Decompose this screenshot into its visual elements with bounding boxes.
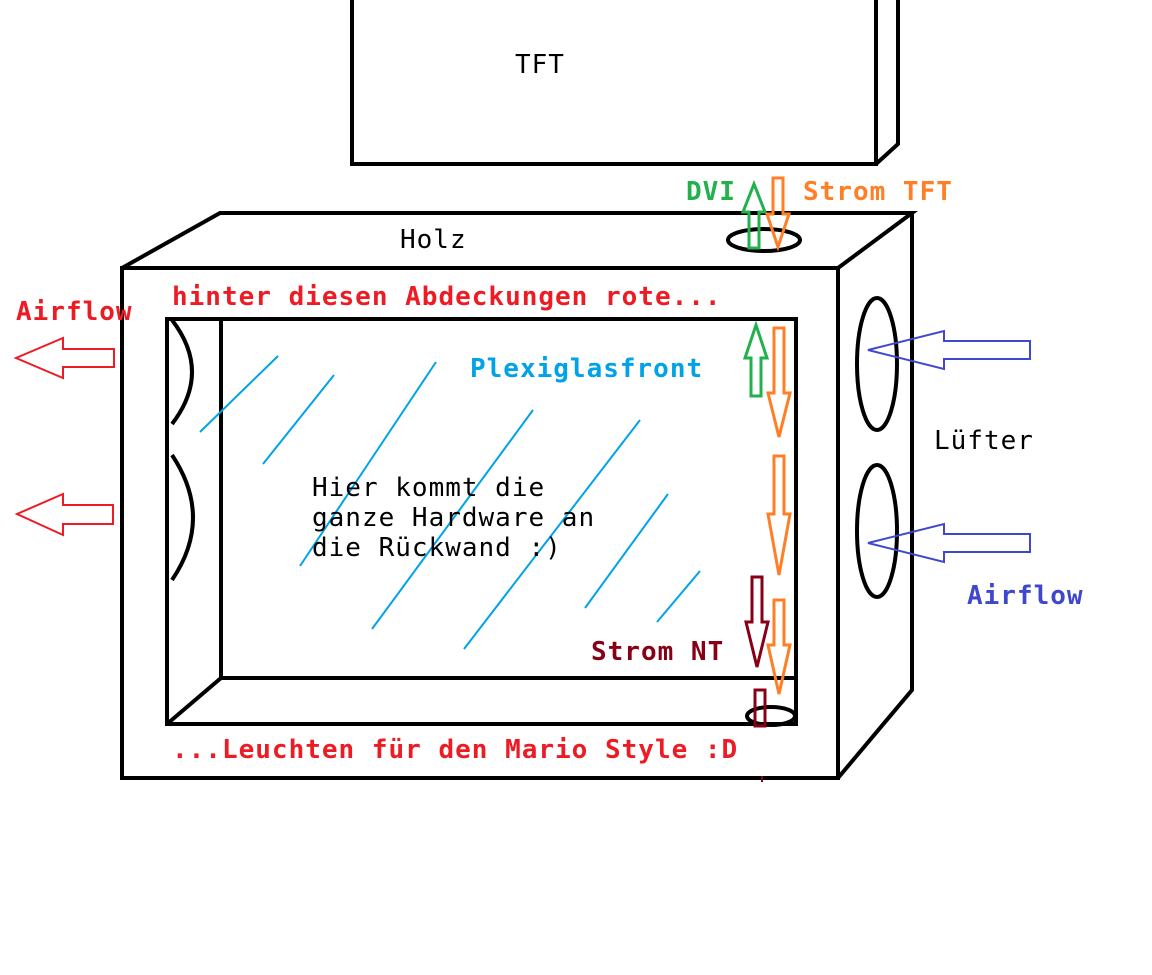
- tft-power-arrow-2: [766, 454, 792, 576]
- back-wall: [219, 317, 798, 680]
- dvi-arrow-front: [742, 320, 770, 398]
- tft-power-arrows: [764, 176, 792, 695]
- airflow-in-arrows: [867, 329, 1031, 564]
- airflow-out-arrow-top: [13, 336, 115, 380]
- case-side-face: [836, 213, 914, 780]
- plexiglass-reflection-lines: [199, 355, 701, 650]
- holz-label: Holz: [400, 225, 467, 255]
- left-cover-bottom: [170, 453, 195, 582]
- airflow-out-arrows: [13, 336, 115, 537]
- airflow-in-arrow-top: [867, 329, 1031, 371]
- top-cable-hole: [726, 227, 802, 253]
- mario-lights-label: ...Leuchten für den Mario Style :D: [172, 735, 739, 765]
- side-fans: [855, 296, 899, 599]
- tft-power-arrow-top: [764, 176, 792, 252]
- tft-label: TFT: [515, 50, 565, 80]
- psu-power-cable: [753, 688, 767, 728]
- fan-top: [855, 296, 899, 432]
- wooden-case: [120, 211, 919, 780]
- cover-note-label: hinter diesen Abdeckungen rote...: [172, 282, 722, 312]
- tft-power-arrow-1: [766, 326, 792, 438]
- airflow-left-label: Airflow: [16, 297, 133, 327]
- strom-tft-label: Strom TFT: [803, 177, 953, 207]
- fan-bottom: [855, 463, 899, 599]
- dvi-arrow-top: [740, 179, 768, 250]
- strom-nt-label: Strom NT: [591, 637, 725, 667]
- cable-holes: [726, 227, 802, 727]
- hardware-note-line-3: die Rückwand :): [312, 533, 562, 563]
- hardware-note-line-2: ganze Hardware an: [312, 503, 596, 533]
- airflow-in-arrow-bottom: [867, 522, 1031, 564]
- psu-power-arrows: [744, 575, 770, 728]
- bottom-cable-hole: [745, 705, 797, 727]
- hardware-note-line-1: Hier kommt die: [312, 473, 546, 503]
- psu-power-arrow: [744, 575, 770, 668]
- left-cover-top: [170, 318, 194, 426]
- fan-label: Lüfter: [934, 426, 1034, 456]
- airflow-right-label: Airflow: [967, 581, 1084, 611]
- case-front-face: [120, 266, 840, 780]
- dvi-arrows: [740, 179, 770, 398]
- airflow-out-arrow-bottom: [14, 492, 114, 537]
- case-top-face: [121, 211, 919, 270]
- plexiglass-label: Plexiglasfront: [470, 354, 704, 384]
- tft-monitor: [350, 0, 900, 166]
- tft-power-arrow-3: [766, 598, 792, 695]
- dvi-label: DVI: [686, 177, 736, 207]
